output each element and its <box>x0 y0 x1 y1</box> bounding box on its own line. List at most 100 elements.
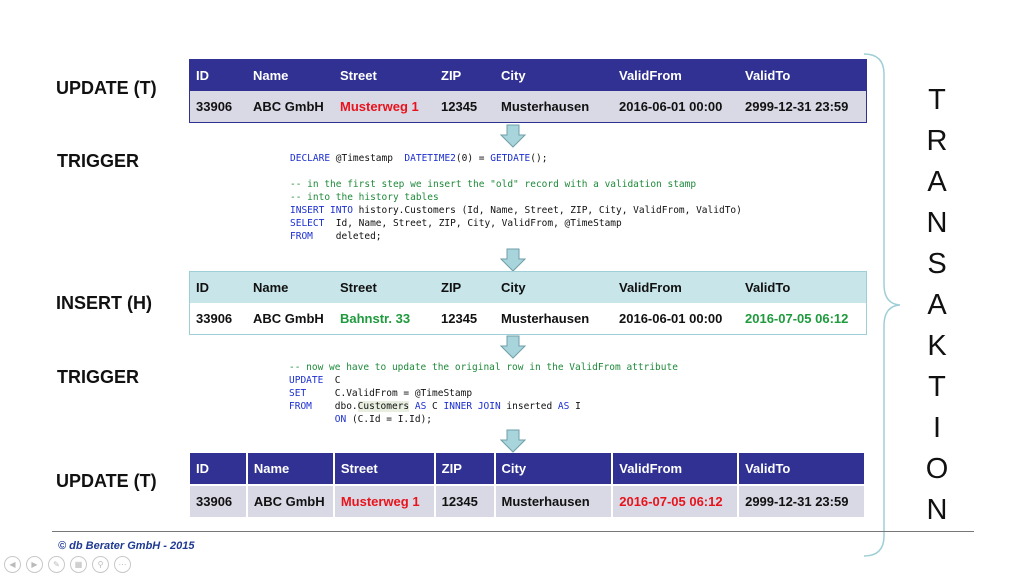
cell-name: ABC GmbH <box>247 91 334 122</box>
cell-validfrom: 2016-06-01 00:00 <box>613 91 739 122</box>
col-name: Name <box>247 60 334 91</box>
table-update-1: ID Name Street ZIP City ValidFrom ValidT… <box>189 59 867 123</box>
sql-text: history.Customers (Id, Name, Street, ZIP… <box>352 205 742 216</box>
sql-keyword: ON <box>334 414 347 425</box>
sql-keyword: INNER JOIN <box>443 401 501 412</box>
col-validfrom: ValidFrom <box>613 272 739 303</box>
more-icon[interactable]: ⋯ <box>114 556 131 573</box>
label-insert-h: INSERT (H) <box>56 293 152 313</box>
sql-keyword: DECLARE <box>290 153 331 164</box>
transaction-letter: N <box>926 207 948 239</box>
slides-icon[interactable]: ▦ <box>70 556 87 573</box>
transaction-letter: A <box>927 289 947 321</box>
col-id: ID <box>190 272 247 303</box>
transaction-letter: T <box>928 371 946 403</box>
sql-text: C <box>323 375 341 386</box>
sql-keyword: AS <box>557 401 570 412</box>
cell-validfrom: 2016-07-05 06:12 <box>612 484 740 517</box>
sql-comment: -- in the first step we insert the "old"… <box>290 179 697 190</box>
transaction-letter: T <box>928 84 946 116</box>
col-street: Street <box>334 60 435 91</box>
col-validto: ValidTo <box>739 272 866 303</box>
sql-keyword: SET <box>289 388 307 399</box>
col-street: Street <box>333 453 436 485</box>
down-arrow-icon <box>500 124 526 148</box>
col-id: ID <box>190 453 248 485</box>
cell-city: Musterhausen <box>495 91 613 122</box>
table-row: 33906 ABC GmbH Bahnstr. 33 12345 Musterh… <box>190 303 866 334</box>
cell-zip: 12345 <box>434 484 496 517</box>
col-name: Name <box>247 272 334 303</box>
sql-text: (0) = <box>455 153 491 164</box>
sql-text <box>289 414 335 425</box>
col-name: Name <box>246 453 335 485</box>
next-icon[interactable]: ▶ <box>26 556 43 573</box>
down-arrow-icon <box>500 429 526 453</box>
cell-validto: 2016-07-05 06:12 <box>739 303 866 334</box>
sql-text: Id, Name, Street, ZIP, City, ValidFrom, … <box>324 218 622 229</box>
table-row: 33906 ABC GmbH Musterweg 1 12345 Musterh… <box>190 91 866 122</box>
col-city: City <box>494 453 614 485</box>
label-update-t-1: UPDATE (T) <box>56 78 157 98</box>
footer-copyright: © db Berater GmbH - 2015 <box>58 540 195 552</box>
table-header-row: ID Name Street ZIP City ValidFrom ValidT… <box>190 453 866 485</box>
footer-divider <box>52 531 974 532</box>
col-validfrom: ValidFrom <box>612 453 740 485</box>
col-zip: ZIP <box>434 453 496 485</box>
cell-zip: 12345 <box>435 303 495 334</box>
cell-zip: 12345 <box>435 91 495 122</box>
col-street: Street <box>334 272 435 303</box>
sql-highlight: Customers <box>357 401 410 412</box>
sql-keyword: AS <box>414 401 427 412</box>
cell-validfrom: 2016-06-01 00:00 <box>613 303 739 334</box>
label-trigger-1: TRIGGER <box>57 151 140 171</box>
sql-text: @Timestamp <box>330 153 405 164</box>
transaction-letter: S <box>927 248 947 280</box>
sql-keyword: FROM <box>290 231 313 242</box>
sql-keyword: UPDATE <box>289 375 324 386</box>
sql-comment: -- now we have to update the original ro… <box>289 362 678 373</box>
transaction-letter: I <box>932 412 942 444</box>
sql-keyword: GETDATE <box>490 153 531 164</box>
sql-keyword: INSERT INTO <box>290 205 353 216</box>
pen-icon[interactable]: ✎ <box>48 556 65 573</box>
col-validfrom: ValidFrom <box>613 60 739 91</box>
cell-id: 33906 <box>190 303 247 334</box>
label-trigger-2: TRIGGER <box>57 367 140 387</box>
table-row: 33906 ABC GmbH Musterweg 1 12345 Musterh… <box>190 484 866 517</box>
sql-keyword: DATETIME2 <box>404 153 456 164</box>
sql-text: C.ValidFrom = @TimeStamp <box>306 388 473 399</box>
col-validto: ValidTo <box>738 453 866 485</box>
previous-icon[interactable]: ◀ <box>4 556 21 573</box>
sql-text: deleted; <box>312 231 382 242</box>
table-header-row: ID Name Street ZIP City ValidFrom ValidT… <box>190 272 866 303</box>
cell-street: Musterweg 1 <box>333 484 436 517</box>
col-id: ID <box>190 60 247 91</box>
slideshow-controls: ◀ ▶ ✎ ▦ ⚲ ⋯ <box>4 556 131 573</box>
sql-text: C <box>426 401 444 412</box>
sql-code-trigger-1: DECLARE @Timestamp DATETIME2(0) = GETDAT… <box>290 152 742 243</box>
table-insert-history: ID Name Street ZIP City ValidFrom ValidT… <box>189 271 867 335</box>
cell-id: 33906 <box>190 484 248 517</box>
sql-text: dbo. <box>311 401 358 412</box>
cell-name: ABC GmbH <box>246 484 335 517</box>
cell-city: Musterhausen <box>494 484 614 517</box>
transaction-letter: R <box>926 125 948 157</box>
zoom-icon[interactable]: ⚲ <box>92 556 109 573</box>
cell-street: Bahnstr. 33 <box>334 303 435 334</box>
transaction-letter: A <box>927 166 947 198</box>
down-arrow-icon <box>500 248 526 272</box>
sql-text: inserted <box>500 401 558 412</box>
col-zip: ZIP <box>435 60 495 91</box>
transaction-letter: K <box>927 330 947 362</box>
cell-validto: 2999-12-31 23:59 <box>739 91 866 122</box>
col-validto: ValidTo <box>739 60 866 91</box>
transaction-letter: N <box>926 494 948 526</box>
sql-keyword: FROM <box>289 401 312 412</box>
table-header-row: ID Name Street ZIP City ValidFrom ValidT… <box>190 60 866 91</box>
cell-city: Musterhausen <box>495 303 613 334</box>
transaction-brace-icon <box>863 53 901 557</box>
col-zip: ZIP <box>435 272 495 303</box>
col-city: City <box>495 60 613 91</box>
down-arrow-icon <box>500 335 526 359</box>
